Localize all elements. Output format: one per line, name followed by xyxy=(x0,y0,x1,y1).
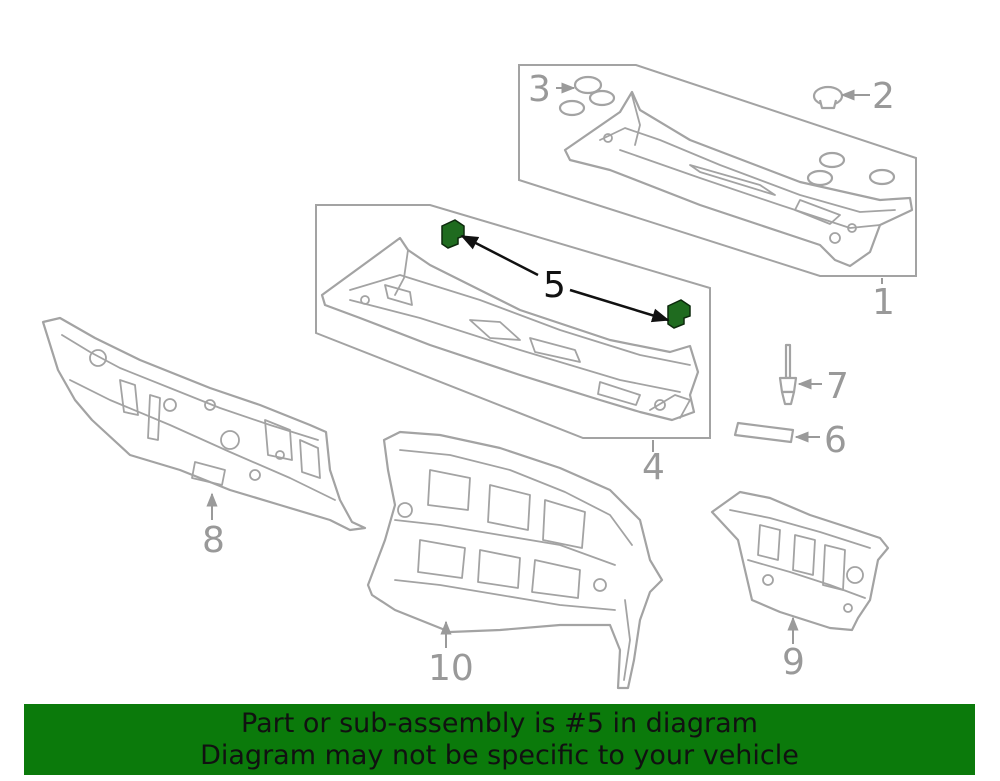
cowl-lower-assembly-group xyxy=(315,204,711,439)
clip-part-2 xyxy=(812,85,844,110)
cowl-top-assembly-group xyxy=(518,64,917,277)
part-5-clip-left xyxy=(441,219,465,249)
callout-1: 1 xyxy=(872,282,895,323)
cowl-lower-panel xyxy=(320,236,700,422)
cowl-top-panel xyxy=(563,90,914,268)
grommet-set xyxy=(558,75,896,187)
banner-line-part: Part or sub-assembly is #5 in diagram xyxy=(241,708,758,739)
dash-panel-part-9 xyxy=(710,490,890,632)
callout-9: 9 xyxy=(782,642,805,683)
info-banner: Part or sub-assembly is #5 in diagram Di… xyxy=(24,704,975,775)
seal-strip-part-6 xyxy=(733,421,795,444)
callout-2: 2 xyxy=(872,76,895,117)
callout-3: 3 xyxy=(528,69,551,110)
dash-panel-part-10 xyxy=(366,430,664,690)
parts-diagram: 1 2 3 4 5 6 7 8 9 10 xyxy=(41,64,917,690)
callout-6: 6 xyxy=(824,420,847,461)
banner-line-disclaimer: Diagram may not be specific to your vehi… xyxy=(200,740,799,771)
leader-5-left xyxy=(460,234,539,277)
callout-8: 8 xyxy=(202,520,225,561)
callout-10: 10 xyxy=(428,648,474,689)
callout-7: 7 xyxy=(826,366,849,407)
pin-part-7 xyxy=(778,343,798,406)
part-5-clip-right xyxy=(667,299,691,329)
callout-4: 4 xyxy=(642,447,665,488)
dash-insulator-part-8 xyxy=(41,316,367,532)
callout-5: 5 xyxy=(543,265,566,306)
leader-5-right xyxy=(569,288,670,323)
